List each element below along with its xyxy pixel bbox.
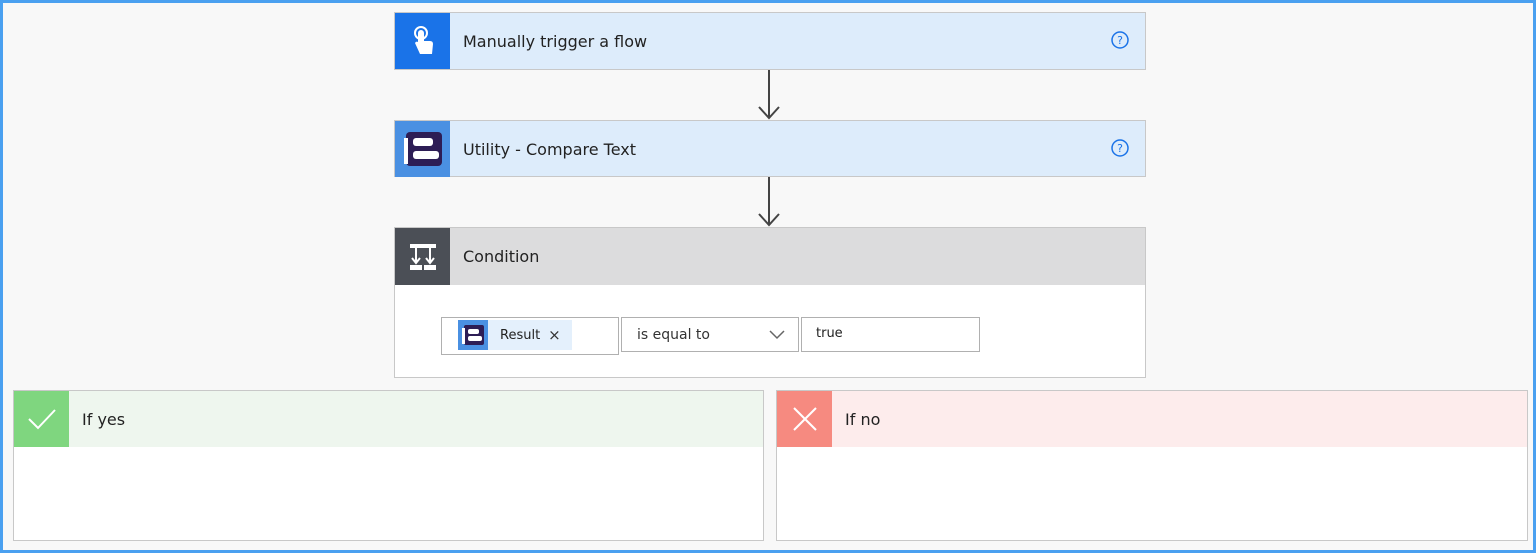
remove-token-icon[interactable]: × (548, 326, 561, 344)
flow-arrow-icon (758, 177, 780, 227)
condition-title: Condition (463, 247, 540, 266)
dynamic-content-token[interactable]: Result × (458, 320, 572, 350)
flow-arrow-icon (758, 70, 780, 120)
branch-if-no[interactable]: If no (776, 390, 1528, 541)
branch-no-title: If no (845, 409, 881, 429)
operator-value: is equal to (637, 327, 710, 343)
help-circle-icon[interactable]: ? (1111, 31, 1129, 49)
condition-left-operand[interactable]: Result × (441, 317, 619, 355)
utility-connector-icon (395, 121, 450, 177)
trigger-card[interactable]: Manually trigger a flow ? (394, 12, 1146, 70)
condition-value: true (816, 326, 843, 341)
operator-select[interactable]: is equal to (621, 317, 799, 352)
utility-card[interactable]: Utility - Compare Text ? (394, 120, 1146, 177)
chevron-down-icon (769, 330, 785, 340)
trigger-card-header[interactable]: Manually trigger a flow (395, 13, 1145, 69)
utility-connector-icon (458, 320, 488, 350)
branch-if-yes[interactable]: If yes (13, 390, 764, 541)
condition-card[interactable]: Condition Result × is equal to true (394, 227, 1146, 378)
condition-icon (395, 228, 450, 285)
branch-yes-title: If yes (82, 409, 126, 429)
utility-card-header[interactable]: Utility - Compare Text (395, 121, 1145, 177)
branch-if-yes-header[interactable]: If yes (14, 391, 763, 447)
branch-if-no-header[interactable]: If no (777, 391, 1527, 447)
close-x-icon (777, 391, 832, 447)
condition-value-input[interactable]: true (801, 317, 980, 352)
svg-text:?: ? (1117, 34, 1123, 47)
trigger-title: Manually trigger a flow (463, 31, 648, 51)
svg-text:?: ? (1117, 142, 1123, 155)
token-label: Result (500, 327, 541, 343)
utility-title: Utility - Compare Text (463, 139, 637, 159)
touch-icon (395, 13, 450, 69)
help-circle-icon[interactable]: ? (1111, 139, 1129, 157)
condition-card-header[interactable]: Condition (395, 228, 1145, 285)
checkmark-icon (14, 391, 69, 447)
